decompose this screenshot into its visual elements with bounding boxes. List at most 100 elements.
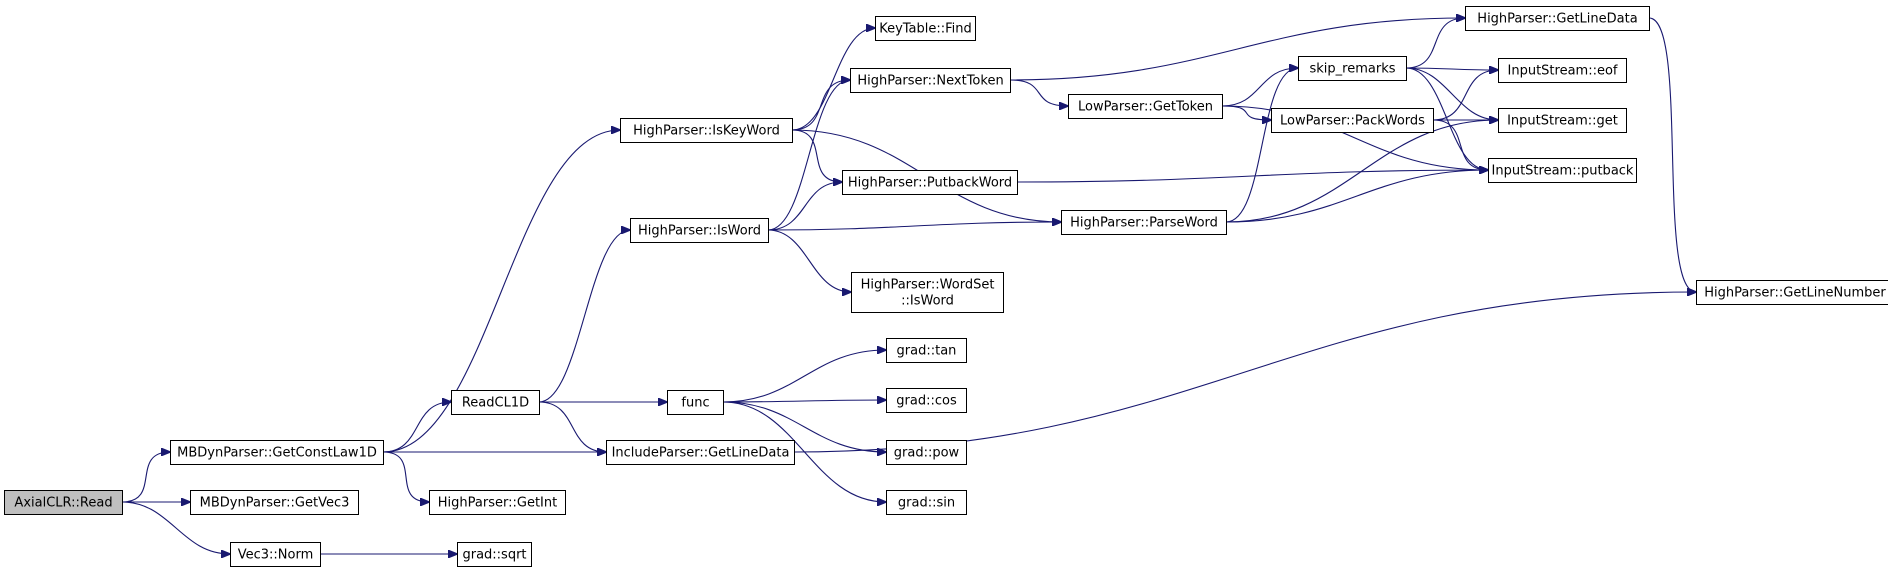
node-box (1696, 280, 1888, 305)
node-box (875, 16, 976, 41)
edge-skip_remarks-to-inputstream_putback (1405, 67, 1488, 170)
node-readcl1d[interactable]: ReadCL1D (451, 390, 540, 415)
node-label: InputStream::eof (1508, 64, 1618, 79)
edge-axialclr_read-to-vec3_norm (121, 501, 230, 554)
edge-highparser_isword-to-highparser_putbackword (767, 182, 842, 231)
node-keytable-find[interactable]: KeyTable::Find (875, 16, 976, 41)
node-box (886, 440, 967, 465)
node-label: AxialCLR::Read (14, 496, 112, 511)
node-label: InputStream::putback (1492, 164, 1634, 179)
node-func[interactable]: func (667, 390, 724, 415)
node-box (842, 170, 1018, 195)
edge-highparser_nexttoken-to-highparser_getlinedata (1009, 18, 1465, 81)
node-vec3-norm[interactable]: Vec3::Norm (230, 542, 321, 567)
node-box (190, 490, 359, 515)
node-label: grad::sqrt (462, 548, 526, 563)
edge-skip_remarks-to-inputstream_get (1405, 67, 1498, 120)
edge-highparser_isword-to-highparser_wordset_isword (767, 229, 851, 292)
edge-highparser_getlinedata-to-highparser_getlinenumber (1648, 17, 1696, 292)
node-label: grad::tan (897, 344, 957, 359)
node-highparser-putbackword[interactable]: HighParser::PutbackWord (842, 170, 1018, 195)
edge-highparser_isword-to-highparser_nexttoken (767, 80, 850, 231)
node-label: ReadCL1D (462, 396, 529, 411)
node-box (851, 272, 1004, 313)
node-label: HighParser::PutbackWord (848, 176, 1012, 191)
node-highparser-isword[interactable]: HighParser::IsWord (630, 218, 769, 243)
node-box (429, 490, 566, 515)
edge-axialclr_read-to-mbdyn_getconstlaw1d (121, 452, 170, 503)
node-includeparser-getlinedata[interactable]: IncludeParser::GetLineData (606, 440, 795, 465)
node-axialclr-read[interactable]: AxialCLR::Read (4, 490, 123, 515)
node-label: ::IsWord (901, 294, 954, 309)
node-label: HighParser::NextToken (857, 74, 1003, 89)
node-box (451, 390, 540, 415)
node-box (1465, 6, 1650, 31)
edge-highparser_parseword-to-inputstream_get (1225, 120, 1498, 223)
edge-highparser_iskeyword-to-keytable_find (791, 28, 875, 131)
node-mbdyn-getvec3[interactable]: MBDynParser::GetVec3 (190, 490, 359, 515)
edge-highparser_parseword-to-skip_remarks (1225, 68, 1298, 223)
node-inputstream-eof[interactable]: InputStream::eof (1498, 58, 1627, 83)
node-grad-cos[interactable]: grad::cos (886, 388, 967, 413)
edge-highparser_isword-to-highparser_parseword (767, 222, 1061, 231)
node-inputstream-putback[interactable]: InputStream::putback (1488, 158, 1637, 183)
node-lowparser-packwords[interactable]: LowParser::PackWords (1271, 108, 1434, 133)
node-label: MBDynParser::GetVec3 (200, 496, 350, 511)
node-highparser-wordset-isword[interactable]: HighParser::WordSet::IsWord (851, 272, 1004, 313)
node-label: InputStream::get (1507, 114, 1618, 129)
node-inputstream-get[interactable]: InputStream::get (1498, 108, 1627, 133)
node-box (886, 388, 967, 413)
node-highparser-iskeyword[interactable]: HighParser::IsKeyWord (620, 118, 793, 143)
node-skip-remarks[interactable]: skip_remarks (1298, 56, 1407, 81)
node-highparser-parseword[interactable]: HighParser::ParseWord (1061, 210, 1227, 235)
node-box (170, 440, 384, 465)
node-label: LowParser::PackWords (1280, 114, 1425, 129)
edge-lowparser_gettoken-to-inputstream_putback (1221, 105, 1488, 170)
node-label: KeyTable::Find (879, 22, 972, 37)
node-box (620, 118, 793, 143)
node-lowparser-gettoken[interactable]: LowParser::GetToken (1068, 94, 1223, 119)
edge-highparser_nexttoken-to-lowparser_gettoken (1009, 79, 1068, 106)
edge-lowparser_gettoken-to-lowparser_packwords (1221, 105, 1271, 120)
node-highparser-getint[interactable]: HighParser::GetInt (429, 490, 566, 515)
node-box (230, 542, 321, 567)
node-highparser-getlinenumber[interactable]: HighParser::GetLineNumber (1696, 280, 1888, 305)
node-mbdyn-getconstlaw1d[interactable]: MBDynParser::GetConstLaw1D (170, 440, 384, 465)
node-label: func (681, 396, 709, 411)
edge-readcl1d-to-includeparser_getlinedata (538, 401, 606, 452)
node-highparser-nexttoken[interactable]: HighParser::NextToken (850, 68, 1011, 93)
node-box (1298, 56, 1407, 81)
node-grad-sqrt[interactable]: grad::sqrt (457, 542, 532, 567)
node-box (886, 490, 967, 515)
node-label: grad::sin (898, 496, 955, 511)
node-label: HighParser::IsKeyWord (633, 124, 780, 139)
node-box (4, 490, 123, 515)
node-grad-pow[interactable]: grad::pow (886, 440, 967, 465)
node-label: HighParser::ParseWord (1070, 216, 1218, 231)
node-box (1068, 94, 1223, 119)
node-grad-sin[interactable]: grad::sin (886, 490, 967, 515)
edge-func-to-grad_cos (722, 400, 886, 402)
node-box (667, 390, 724, 415)
edge-mbdyn_getconstlaw1d-to-highparser_getint (382, 451, 429, 502)
node-box (630, 218, 769, 243)
node-label: Vec3::Norm (238, 548, 314, 563)
edge-readcl1d-to-highparser_isword (538, 230, 630, 403)
node-box (1498, 108, 1627, 133)
edge-highparser_putbackword-to-inputstream_putback (1016, 170, 1488, 183)
node-box (606, 440, 795, 465)
node-label: HighParser::IsWord (638, 224, 761, 239)
node-label: skip_remarks (1310, 62, 1396, 77)
node-box (1271, 108, 1434, 133)
node-highparser-getlinedata[interactable]: HighParser::GetLineData (1465, 6, 1650, 31)
node-grad-tan[interactable]: grad::tan (886, 338, 967, 363)
edge-func-to-grad_tan (722, 350, 886, 403)
edge-lowparser_packwords-to-inputstream_eof (1432, 70, 1498, 121)
node-label: HighParser::WordSet (861, 278, 995, 293)
node-box (1488, 158, 1637, 183)
edge-lowparser_packwords-to-inputstream_putback (1432, 119, 1488, 170)
node-label: HighParser::GetLineData (1477, 12, 1637, 27)
node-box (886, 338, 967, 363)
edge-highparser_iskeyword-to-highparser_nexttoken (791, 80, 850, 131)
edge-includeparser_getlinedata-to-highparser_getlinenumber (793, 292, 1696, 453)
